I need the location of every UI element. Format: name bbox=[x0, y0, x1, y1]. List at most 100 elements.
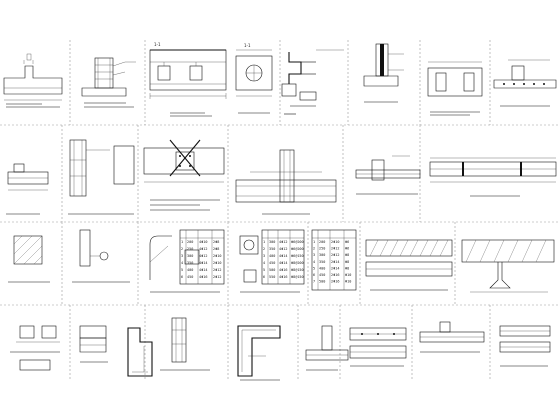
detail-r1-4: 1-1 bbox=[235, 43, 273, 114]
t2-cell: 550 bbox=[269, 275, 275, 279]
t2-cell: 4Φ12 bbox=[279, 240, 287, 244]
t1-cell: 400 bbox=[187, 268, 193, 272]
t1-cell: 4 bbox=[181, 261, 183, 265]
t2-cell: Φ6@200 bbox=[291, 240, 304, 244]
detail-r1-3: 1-1 bbox=[149, 42, 227, 117]
t3-cell: 5 bbox=[313, 266, 315, 270]
detail-r2-5 bbox=[355, 155, 421, 195]
t3-cell: 3 bbox=[313, 253, 315, 257]
t3-cell: 450 bbox=[319, 273, 325, 277]
t1-cell: 4Φ16 bbox=[199, 275, 207, 279]
t1-cell: 2 bbox=[181, 247, 183, 251]
t2-cell: 400 bbox=[269, 254, 275, 258]
detail-r2-2 bbox=[68, 139, 135, 215]
detail-r4-9 bbox=[499, 325, 551, 367]
detail-r2-1 bbox=[6, 163, 49, 215]
t3-cell: 2Φ12 bbox=[331, 253, 339, 257]
t1-cell: 2Φ12 bbox=[213, 268, 221, 272]
t1-cell: 200 bbox=[187, 240, 193, 244]
detail-r4-6 bbox=[305, 325, 349, 371]
t1-cell: 4Φ10 bbox=[199, 240, 207, 244]
detail-r2-6 bbox=[429, 157, 557, 197]
t3-cell: Φ6 bbox=[345, 247, 349, 251]
t1-cell: 2Φ10 bbox=[213, 261, 221, 265]
t3-cell: 2Φ14 bbox=[331, 260, 339, 264]
detail-r1-2 bbox=[81, 57, 136, 108]
t3-cell: 200 bbox=[319, 240, 325, 244]
t3-cell: Φ8 bbox=[345, 253, 349, 257]
t3-cell: Φ10 bbox=[345, 273, 351, 277]
t2-cell: 1 bbox=[263, 240, 265, 244]
detail-r2-4 bbox=[235, 149, 337, 215]
detail-r3-1 bbox=[8, 235, 50, 283]
detail-r1-1 bbox=[3, 53, 63, 108]
t3-cell: 300 bbox=[319, 253, 325, 257]
t3-cell: Φ6 bbox=[345, 240, 349, 244]
t3-cell: 2Φ16 bbox=[331, 280, 339, 284]
t3-cell: 2Φ16 bbox=[331, 273, 339, 277]
t1-cell: 4Φ12 bbox=[199, 247, 207, 251]
detail-r1-3-title: 1-1 bbox=[154, 42, 161, 47]
detail-r3-5 bbox=[365, 239, 453, 291]
t2-cell: Φ8@150 bbox=[291, 268, 304, 272]
t3-cell: 250 bbox=[319, 247, 325, 251]
detail-r4-3 bbox=[127, 327, 153, 377]
table-t1-grid bbox=[179, 229, 225, 285]
t3-cell: 2Φ12 bbox=[331, 247, 339, 251]
t2-cell: 4Φ14 bbox=[279, 254, 287, 258]
t3-cell: 6 bbox=[313, 273, 315, 277]
t3-cell: 2Φ14 bbox=[331, 266, 339, 270]
t2-cell: 2 bbox=[263, 247, 265, 251]
t3-cell: 7 bbox=[313, 280, 315, 284]
t1-cell: 450 bbox=[187, 275, 193, 279]
t2-cell: Φ8@150 bbox=[291, 275, 304, 279]
t3-cell: 2 bbox=[313, 247, 315, 251]
t1-cell: 1 bbox=[181, 240, 183, 244]
detail-r1-4-title: 1-1 bbox=[244, 43, 251, 48]
t2-cell: 300 bbox=[269, 240, 275, 244]
detail-r3-6 bbox=[461, 239, 555, 293]
t3-cell: 4 bbox=[313, 260, 315, 264]
t1-cell: 350 bbox=[187, 261, 193, 265]
t1-cell: 250 bbox=[187, 247, 193, 251]
t2-cell: 350 bbox=[269, 247, 275, 251]
detail-r4-1 bbox=[10, 325, 60, 371]
detail-r1-8 bbox=[493, 59, 557, 107]
t1-cell: 2Φ8 bbox=[213, 247, 219, 251]
t2-cell: 5 bbox=[263, 268, 265, 272]
t3-cell: 350 bbox=[319, 260, 325, 264]
t3-cell: Φ8 bbox=[345, 260, 349, 264]
t3-cell: 500 bbox=[319, 280, 325, 284]
t3-cell: Φ8 bbox=[345, 266, 349, 270]
t3-cell: 1 bbox=[313, 240, 315, 244]
detail-r4-7 bbox=[349, 327, 407, 367]
detail-r1-6 bbox=[363, 43, 404, 103]
t2-cell: 450 bbox=[269, 261, 275, 265]
t1-cell: 5 bbox=[181, 268, 183, 272]
t2-cell: 500 bbox=[269, 268, 275, 272]
detail-r3-4 bbox=[239, 235, 300, 293]
t1-cell: 4Φ14 bbox=[199, 268, 207, 272]
detail-r4-8 bbox=[419, 321, 485, 353]
table-t2-grid bbox=[261, 229, 305, 285]
t1-cell: 2Φ10 bbox=[213, 254, 221, 258]
t2-cell: 4Φ12 bbox=[279, 247, 287, 251]
t1-cell: 300 bbox=[187, 254, 193, 258]
t3-cell: 400 bbox=[319, 266, 325, 270]
detail-r3-2 bbox=[72, 229, 130, 283]
t2-cell: 4Φ14 bbox=[279, 261, 287, 265]
detail-r4-5 bbox=[237, 325, 281, 381]
t2-cell: 4Φ16 bbox=[279, 268, 287, 272]
t1-cell: 6 bbox=[181, 275, 183, 279]
t2-cell: 4Φ16 bbox=[279, 275, 287, 279]
t1-cell: 3 bbox=[181, 254, 183, 258]
detail-r3-3 bbox=[149, 235, 220, 293]
detail-r2-3 bbox=[143, 139, 225, 211]
t2-cell: 6 bbox=[263, 275, 265, 279]
t3-cell: Φ10 bbox=[345, 280, 351, 284]
t2-cell: Φ8@200 bbox=[291, 261, 304, 265]
t2-cell: Φ6@150 bbox=[291, 254, 304, 258]
